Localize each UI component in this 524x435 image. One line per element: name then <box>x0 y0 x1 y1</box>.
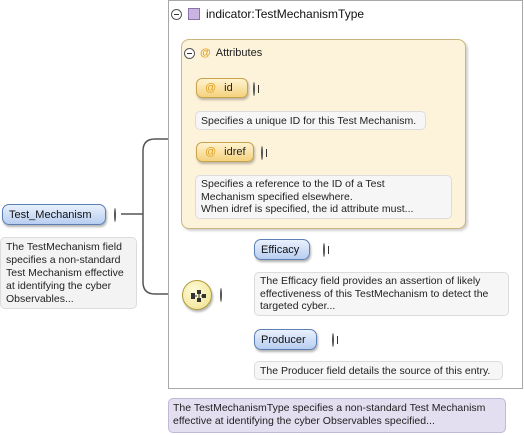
collapse-root-icon[interactable] <box>114 208 116 222</box>
attribute-idref[interactable]: @ idref <box>196 142 254 162</box>
attributes-header: @ Attributes <box>184 46 262 60</box>
element-test-mechanism[interactable]: Test_Mechanism <box>2 204 106 225</box>
producer-doc: The Producer field details the source of… <box>254 361 503 380</box>
attribute-id[interactable]: @ id <box>196 78 248 98</box>
attribute-name: idref <box>224 146 246 158</box>
collapse-attributes-icon[interactable] <box>184 47 195 59</box>
collapse-type-icon[interactable] <box>171 8 182 20</box>
type-doc: The TestMechanismType specifies a non-st… <box>168 398 506 433</box>
doc-line: targeted cyber... <box>260 300 336 312</box>
attribute-id-doc: Specifies a unique ID for this Test Mech… <box>195 111 426 130</box>
expand-id-icon[interactable] <box>253 82 255 96</box>
efficacy-doc: The Efficacy field provides an assertion… <box>254 272 509 316</box>
doc-line: effectiveness of this TestMechanism to d… <box>260 287 489 300</box>
attribute-icon: @ <box>200 47 211 59</box>
doc-line: When idref is specified, the id attribut… <box>201 203 414 215</box>
collapse-sequence-icon[interactable] <box>220 288 222 302</box>
element-producer[interactable]: Producer <box>254 329 317 350</box>
type-header: indicator:TestMechanismType <box>171 6 364 22</box>
sequence-compositor[interactable] <box>182 280 212 310</box>
element-name: Test_Mechanism <box>9 208 92 221</box>
doc-line: The Efficacy field provides an assertion… <box>260 275 481 287</box>
expand-idref-icon[interactable] <box>261 146 263 160</box>
attribute-icon: @ <box>205 146 217 158</box>
sequence-icon <box>191 290 206 302</box>
expand-producer-icon[interactable] <box>332 333 334 347</box>
doc-text: The TestMechanismType specifies a non-st… <box>173 402 486 427</box>
doc-text: Specifies a unique ID for this Test Mech… <box>201 115 417 127</box>
doc-text: The Producer field details the source of… <box>260 365 491 377</box>
doc-line: Mechanism specified elsewhere. <box>201 190 353 203</box>
attribute-idref-doc: Specifies a reference to the ID of a Tes… <box>195 175 452 219</box>
doc-text: The TestMechanism field specifies a non-… <box>6 241 124 305</box>
type-name: indicator:TestMechanismType <box>206 7 365 21</box>
element-efficacy[interactable]: Efficacy <box>254 239 310 260</box>
complex-type-icon <box>188 8 200 20</box>
element-name: Efficacy <box>261 243 300 256</box>
attribute-name: id <box>224 82 233 94</box>
element-name: Producer <box>261 333 306 346</box>
root-doc: The TestMechanism field specifies a non-… <box>0 237 137 309</box>
attributes-title: Attributes <box>215 47 263 59</box>
attribute-icon: @ <box>205 82 217 94</box>
expand-efficacy-icon[interactable] <box>323 243 325 257</box>
doc-line: Specifies a reference to the ID of a Tes… <box>201 178 385 190</box>
